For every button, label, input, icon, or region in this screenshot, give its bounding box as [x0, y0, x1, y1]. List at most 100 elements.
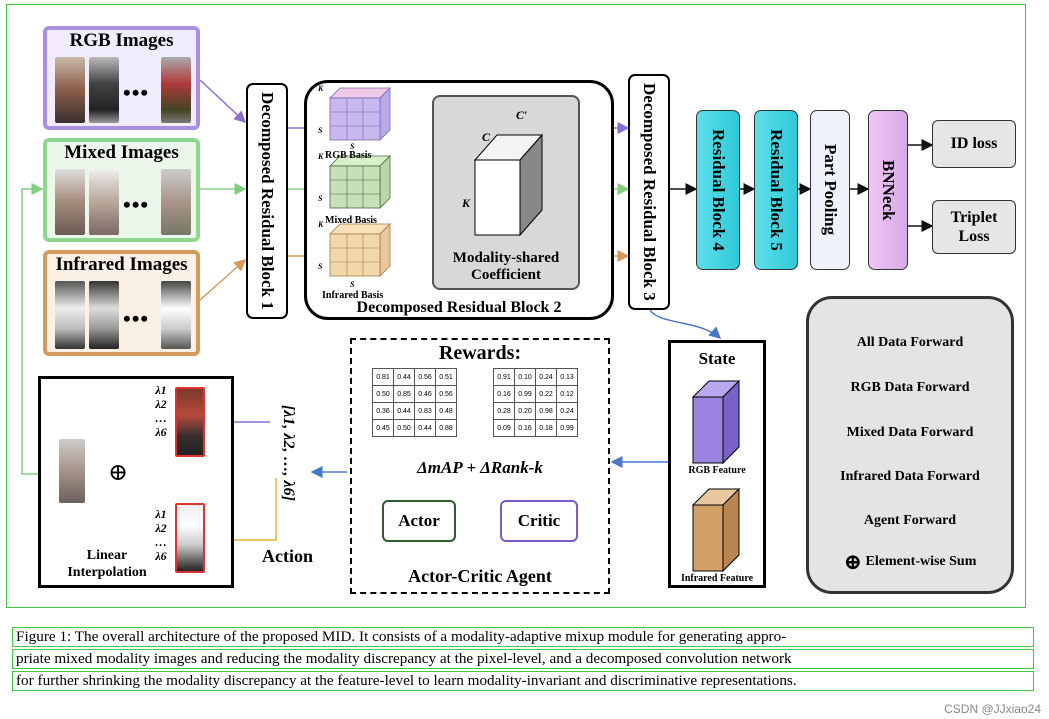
k-label-1: K	[318, 84, 324, 93]
s-label-3: S	[318, 262, 323, 271]
rgb-dots: •••	[123, 80, 150, 105]
critic-box: Critic	[500, 500, 578, 542]
rgb-images-title: RGB Images	[69, 30, 174, 51]
reward-cell: 0.50	[372, 385, 394, 403]
mixed-thumb-1	[55, 169, 85, 235]
action-label: Action	[262, 546, 313, 566]
bases-cubes	[329, 87, 391, 277]
infrared-images-box: Infrared Images •••	[43, 250, 200, 356]
drb2-label: Decomposed Residual Block 2	[356, 299, 562, 316]
legend-sum-label: Element-wise Sum	[865, 554, 977, 569]
rgb-feature-cube	[691, 379, 741, 465]
state-box: State RGB Feature Infrared Feature	[668, 340, 766, 588]
lambda-item: …	[155, 535, 167, 549]
reward-cell: 0.10	[514, 368, 536, 386]
id-loss: ID loss	[932, 120, 1016, 168]
reward-cell: 0.83	[414, 402, 436, 420]
sum-legend-icon: ⊕	[843, 549, 863, 574]
mixed-thumb-3	[161, 169, 191, 235]
reward-cell: 0.36	[372, 402, 394, 420]
rewards-label: Rewards:	[438, 342, 522, 364]
ir-thumb-1	[55, 281, 85, 349]
reward-cell: 0.44	[393, 402, 415, 420]
lambda-item: λ2	[155, 397, 167, 411]
reward-cell: 0.50	[393, 419, 415, 437]
actor-critic-agent-box: Rewards: ΔmAP + ΔRank-k Actor Critic Act…	[350, 338, 610, 594]
interp-output-thumb	[59, 439, 85, 503]
sum-icon: ⊕	[108, 460, 129, 486]
reward-cell: 0.28	[493, 402, 515, 420]
figure-frame	[6, 4, 1026, 608]
lambda-item: λ2	[155, 521, 167, 535]
reward-cell: 0.16	[514, 419, 536, 437]
rgb-thumb-2	[89, 57, 119, 123]
coefficient-cube	[473, 133, 544, 237]
caption-line-3: for further shrinking the modality discr…	[12, 671, 1034, 691]
ir-thumb-2	[89, 281, 119, 349]
k-coef-label: K	[462, 196, 471, 210]
ir-thumb-3	[161, 281, 191, 349]
rgb-thumb-3	[161, 57, 191, 123]
caption-line-1: Figure 1: The overall architecture of th…	[12, 627, 1034, 647]
legend-sum: ⊕ Element-wise Sum	[809, 549, 1011, 575]
action-vector: [λ1, λ2, …, λ6]	[280, 405, 297, 501]
decomposed-residual-block-3: Decomposed Residual Block 3	[628, 74, 670, 310]
residual-block-5: Residual Block 5	[754, 110, 798, 270]
reward-cell: 0.45	[372, 419, 394, 437]
bnneck: BNNeck	[868, 110, 908, 270]
part-pooling: Part Pooling	[810, 110, 850, 270]
reward-metric: ΔmAP + ΔRank-k	[417, 458, 543, 477]
s-label-1b: S	[350, 142, 355, 151]
mixed-images-title: Mixed Images	[64, 142, 179, 163]
k-label-2: K	[318, 152, 324, 161]
ir-dots: •••	[123, 306, 150, 331]
reward-cell: 0.99	[556, 419, 578, 437]
reward-cell: 0.12	[556, 385, 578, 403]
rgb-basis-label: RGB Basis	[325, 150, 372, 161]
reward-cell: 0.44	[414, 419, 436, 437]
actor-label: Actor	[398, 511, 440, 530]
c-prime-label: C′	[516, 108, 528, 122]
legend-rgb: RGB Data Forward	[850, 380, 970, 395]
s-label-3b: S	[350, 280, 355, 289]
reward-cell: 0.56	[435, 385, 457, 403]
caption-line-2: priate mixed modality images and reducin…	[12, 649, 1034, 669]
rgb-feature-label: RGB Feature	[688, 465, 746, 476]
mixed-dots: •••	[123, 192, 150, 217]
legend-mixed: Mixed Data Forward	[846, 425, 974, 440]
mixed-thumb-2	[89, 169, 119, 235]
ir-strip-thumb	[175, 503, 205, 573]
rgb-thumb-1	[55, 57, 85, 123]
reward-cell: 0.56	[414, 368, 436, 386]
legend-agent: Agent Forward	[863, 513, 957, 528]
legend-infrared: Infrared Data Forward	[840, 469, 980, 484]
infrared-basis-label: Infrared Basis	[322, 290, 384, 301]
critic-label: Critic	[517, 511, 561, 530]
reward-cell: 0.16	[493, 385, 515, 403]
state-title: State	[698, 349, 736, 368]
infrared-basis-cube	[329, 223, 391, 277]
reward-cell: 0.24	[535, 368, 557, 386]
reward-cell: 0.22	[535, 385, 557, 403]
reward-cell: 0.13	[556, 368, 578, 386]
reward-cell: 0.09	[493, 419, 515, 437]
reward-cell: 0.98	[535, 402, 557, 420]
lambda-item: λ1	[155, 383, 167, 397]
mixed-images-box: Mixed Images •••	[43, 138, 200, 242]
watermark: CSDN @JJxiao24	[944, 702, 1041, 716]
reward-cell: 0.81	[372, 368, 394, 386]
lambda-item: λ6	[155, 549, 167, 563]
lambda-item: λ1	[155, 507, 167, 521]
reward-cell: 0.48	[435, 402, 457, 420]
rgb-images-box: RGB Images •••	[43, 26, 200, 130]
reward-cell: 0.99	[514, 385, 536, 403]
